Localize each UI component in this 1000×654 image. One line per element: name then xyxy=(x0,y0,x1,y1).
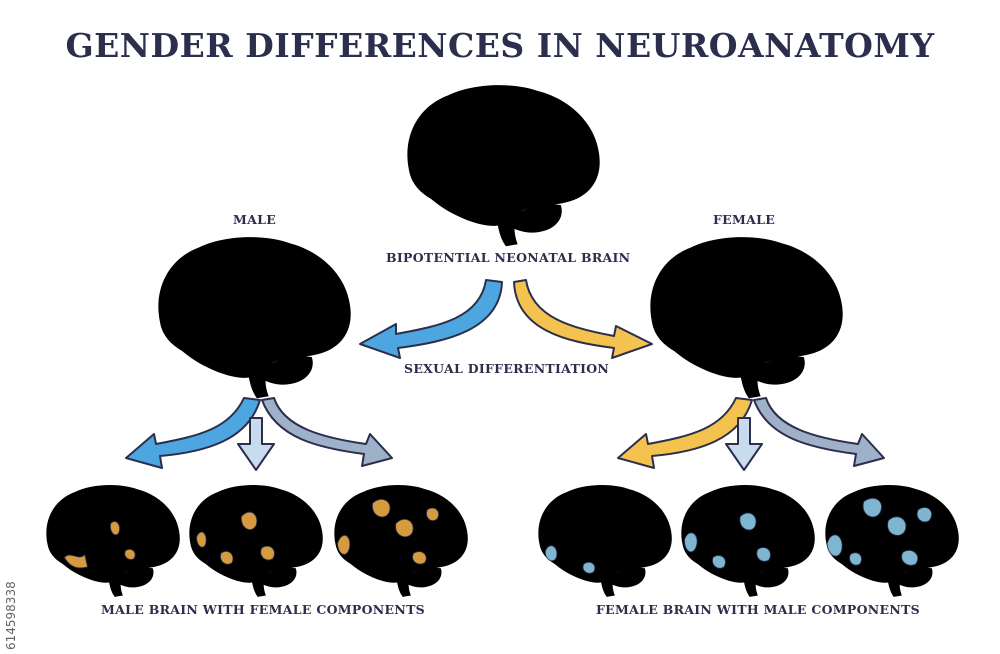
neonatal-brain xyxy=(407,85,600,247)
female-arrow-center xyxy=(725,417,763,471)
female-arrow-right xyxy=(753,397,885,467)
arrow-to-male xyxy=(359,279,503,359)
female-arrow-left xyxy=(617,397,753,469)
male-label: MALE xyxy=(233,212,277,227)
male-variants-label: MALE BRAIN WITH FEMALE COMPONENTS xyxy=(101,602,426,617)
arrow-to-female xyxy=(513,279,653,359)
neonatal-label: BIPOTENTIAL NEONATAL BRAIN xyxy=(386,250,631,265)
male-arrow-center xyxy=(237,417,275,471)
watermark-id: 614598338 xyxy=(4,581,18,650)
female-variant-brain-1 xyxy=(538,485,672,597)
female-variant-brain-3 xyxy=(825,485,959,597)
male-brain xyxy=(158,237,351,399)
male-variant-brain-1 xyxy=(46,485,180,597)
female-label: FEMALE xyxy=(713,212,776,227)
male-arrow-right xyxy=(261,397,393,467)
male-variant-brain-2 xyxy=(189,485,323,597)
female-brain xyxy=(650,237,843,399)
female-variants-label: FEMALE BRAIN WITH MALE COMPONENTS xyxy=(596,602,921,617)
differentiation-label: SEXUAL DIFFERENTIATION xyxy=(404,361,610,376)
page-title: GENDER DIFFERENCES IN NEUROANATOMY xyxy=(65,26,935,65)
male-variant-brain-3 xyxy=(334,485,468,597)
male-arrow-left xyxy=(125,397,261,469)
female-variant-brain-2 xyxy=(681,485,815,597)
